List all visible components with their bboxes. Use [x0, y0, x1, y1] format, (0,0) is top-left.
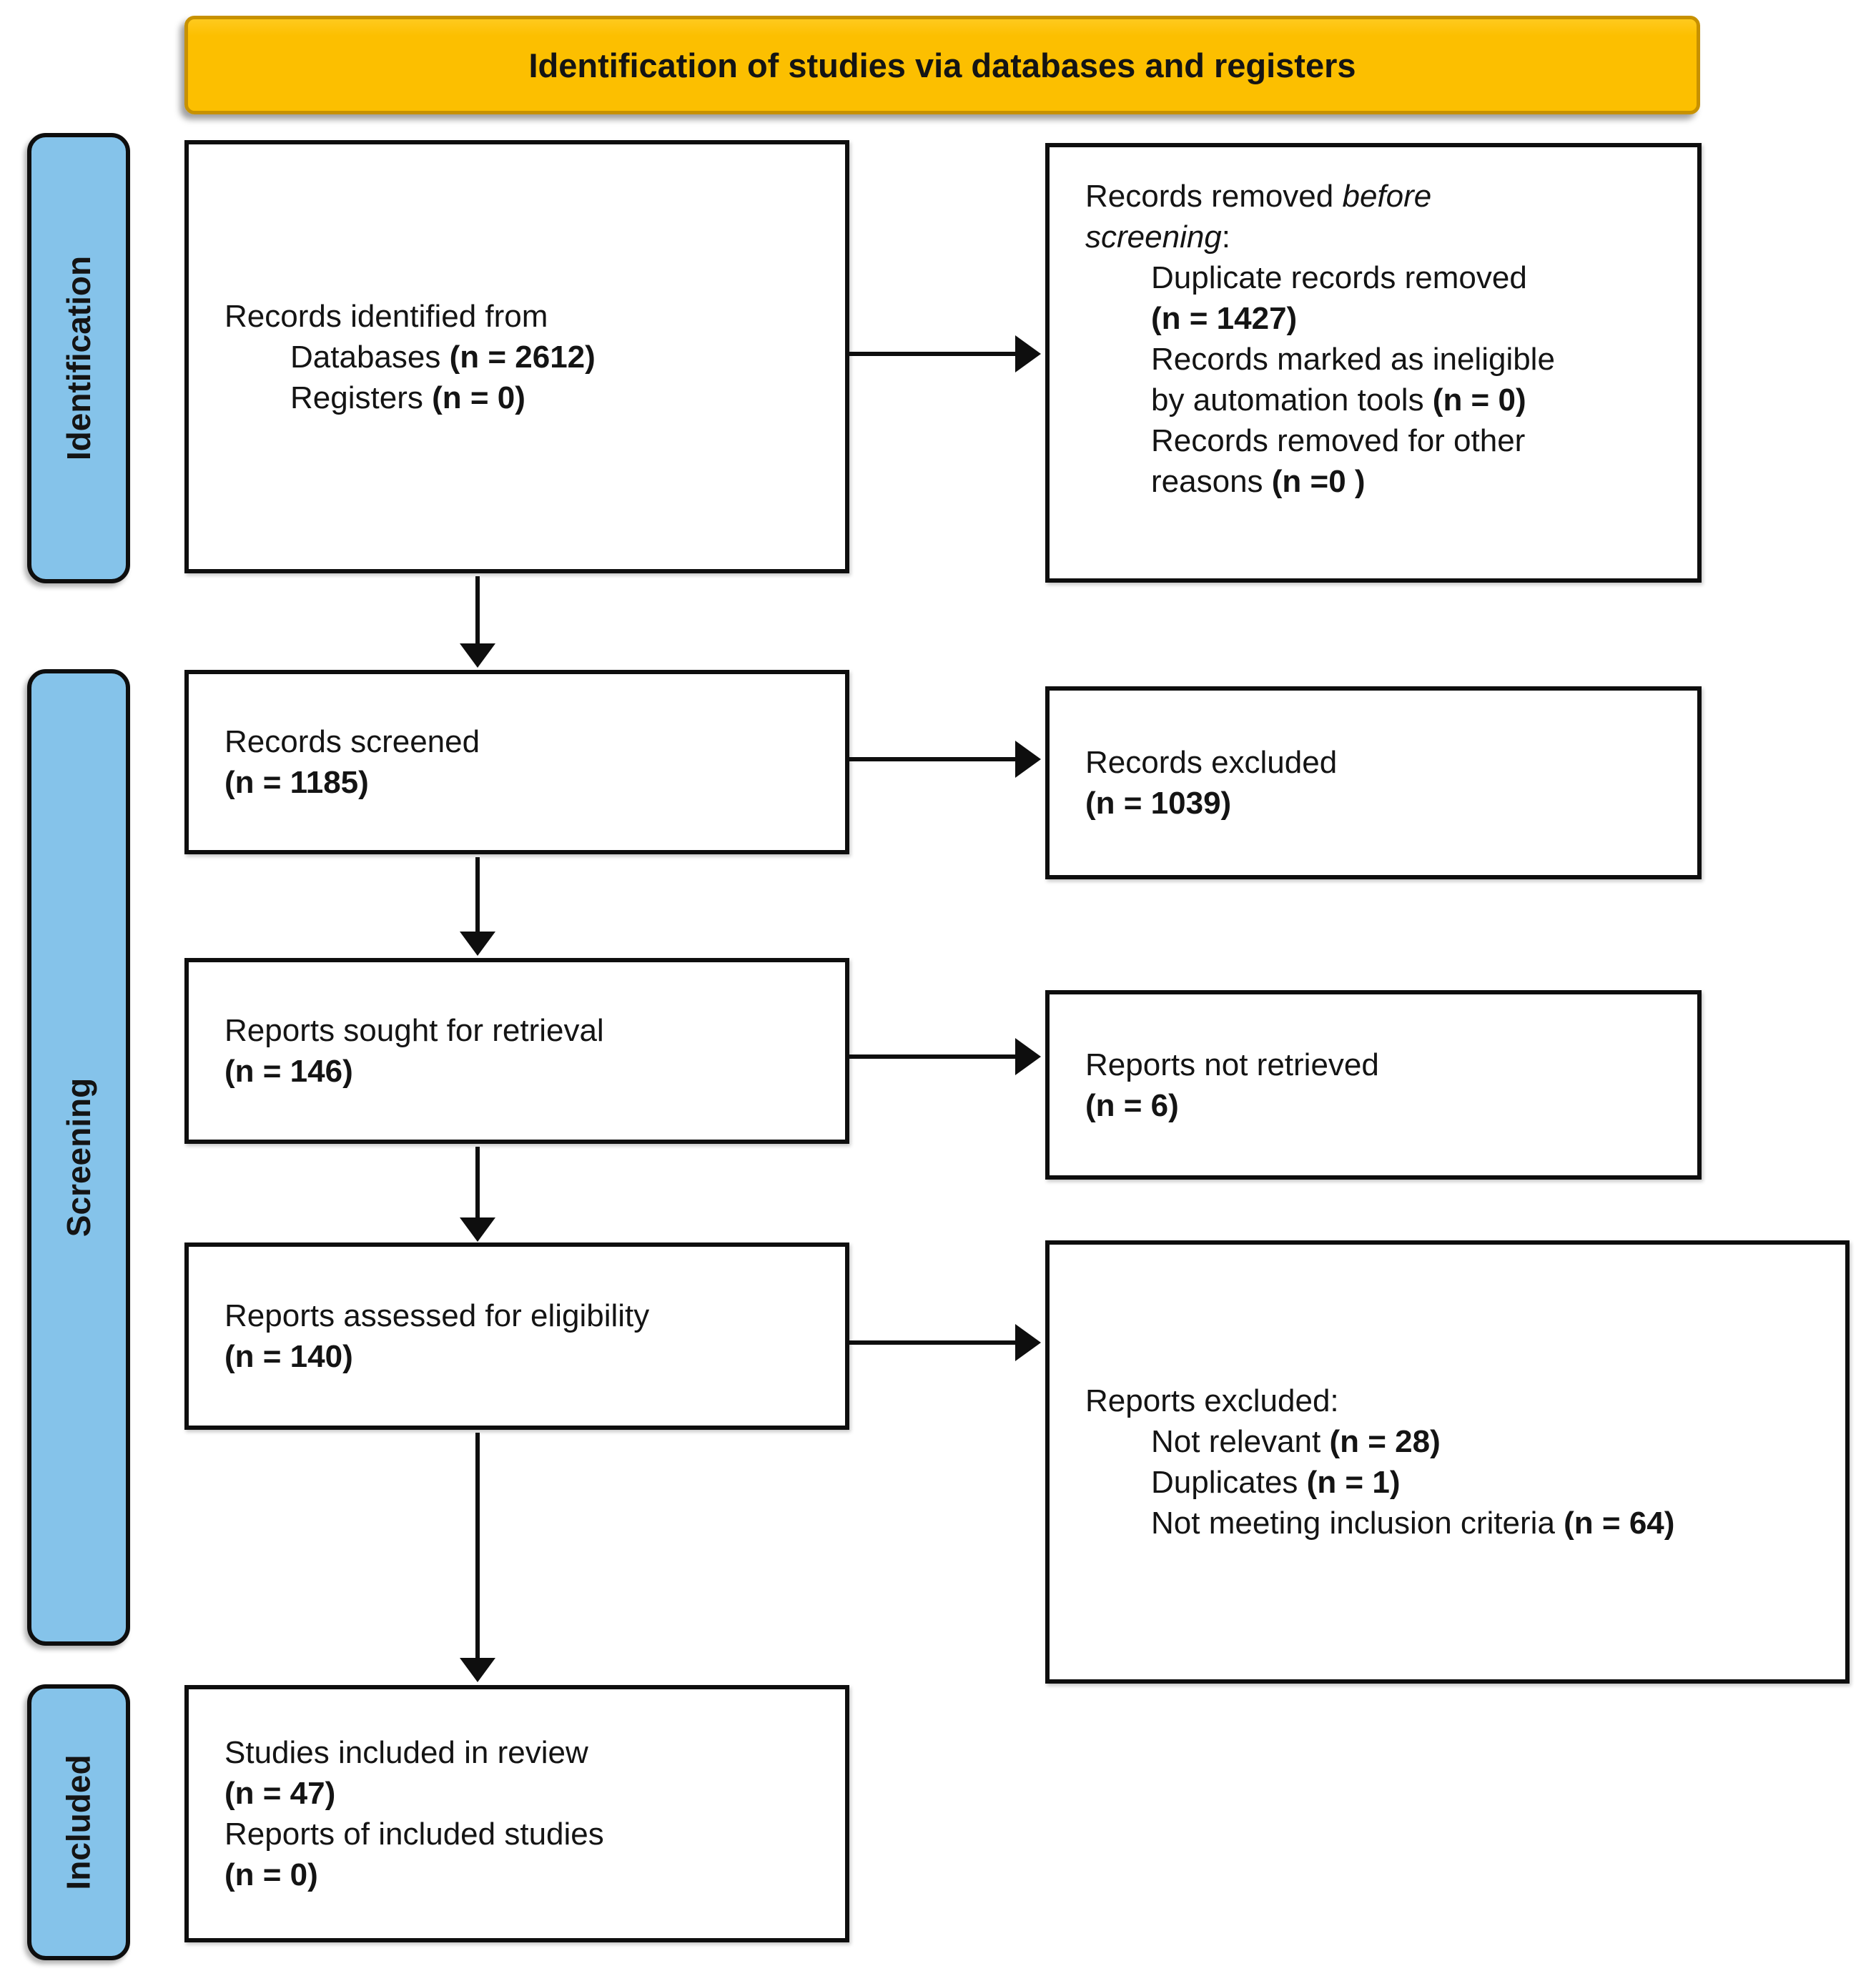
diagram-title-banner: Identification of studies via databases …	[184, 16, 1700, 114]
flow-box-reports-not-retrieved: Reports not retrieved (n = 6)	[1045, 990, 1702, 1180]
flow-box-text-line: Reports assessed for eligibility	[224, 1298, 650, 1333]
flow-box-reports-sought-for-retrieval: Reports sought for retrieval (n = 146)	[184, 958, 849, 1144]
flow-box-text-line: (n = 146)	[224, 1054, 353, 1089]
stage-label-screening-text: Screening	[60, 1077, 98, 1238]
flow-box-text-line: Reports of included studies	[224, 1817, 604, 1852]
stage-label-identification-text: Identification	[60, 255, 98, 461]
flow-box-text-line: Reports not retrieved	[1085, 1047, 1379, 1082]
flow-box-text-line: Reports excluded:	[1085, 1383, 1339, 1418]
flow-box-text-line: Registers (n = 0)	[290, 380, 525, 415]
stage-label-included: Included	[27, 1684, 130, 1960]
flow-box-text-line: Records removed before	[1085, 179, 1432, 214]
arrow-identified-to-removed	[849, 352, 1017, 356]
flow-box-studies-included-in-review: Studies included in review (n = 47) Report…	[184, 1685, 849, 1942]
flow-box-text-line: (n = 1185)	[224, 765, 369, 800]
flow-box-text-line: Studies included in review	[224, 1735, 588, 1770]
flow-box-text-line: Records excluded	[1085, 745, 1338, 780]
flow-box-records-screened: Records screened (n = 1185)	[184, 670, 849, 854]
stage-label-identification: Identification	[27, 133, 130, 583]
flow-box-text-line: (n = 47)	[224, 1776, 336, 1811]
stage-label-screening: Screening	[27, 669, 130, 1646]
flow-box-reports-assessed-for-eligibility: Reports assessed for eligibility (n = 140…	[184, 1243, 849, 1430]
flow-box-text-line: Records marked as ineligible	[1151, 342, 1555, 377]
arrow-sought-to-assessed	[475, 1147, 480, 1218]
arrow-screened-to-sought	[475, 857, 480, 932]
flow-box-text-line: Records identified from	[224, 298, 548, 334]
flow-box-text-line: screening:	[1085, 219, 1231, 255]
flow-box-text-line: (n = 0)	[224, 1857, 318, 1892]
flow-box-records-excluded: Records excluded (n = 1039)	[1045, 686, 1702, 879]
flow-box-text-line: (n = 1039)	[1085, 786, 1232, 821]
flow-box-text-line: Duplicate records removed	[1151, 260, 1527, 295]
arrow-identified-to-screened	[475, 576, 480, 644]
flow-box-text-line: (n = 1427)	[1151, 301, 1298, 336]
flow-box-text-line: (n = 6)	[1085, 1087, 1179, 1123]
arrow-sought-to-not-retrieved	[849, 1054, 1017, 1059]
flow-box-text-line: by automation tools (n = 0)	[1151, 382, 1526, 418]
flow-box-text-line: Records screened	[224, 724, 480, 759]
flow-box-text-line: Not relevant (n = 28)	[1151, 1424, 1441, 1459]
arrow-assessed-to-reports-excluded	[849, 1340, 1017, 1345]
arrow-screened-to-excluded	[849, 757, 1017, 761]
flow-box-text-line: Records removed for other	[1151, 423, 1526, 458]
flow-box-reports-excluded: Reports excluded: Not relevant (n = 28) Du…	[1045, 1240, 1850, 1684]
diagram-title: Identification of studies via databases …	[528, 46, 1356, 84]
flow-box-text-line: Reports sought for retrieval	[224, 1013, 604, 1048]
flow-box-text-line: Not meeting inclusion criteria (n = 64)	[1151, 1506, 1675, 1541]
stage-label-included-text: Included	[60, 1754, 97, 1890]
flow-box-records-removed-before-screening: Records removed before screening: Duplicat…	[1045, 143, 1702, 583]
flow-box-text-line: Databases (n = 2612)	[290, 339, 596, 375]
flow-box-text-line: (n = 140)	[224, 1339, 353, 1374]
flow-box-text-line: reasons (n =0 )	[1151, 464, 1366, 499]
arrow-assessed-to-included	[475, 1433, 480, 1659]
flow-box-text-line: Duplicates (n = 1)	[1151, 1465, 1401, 1500]
